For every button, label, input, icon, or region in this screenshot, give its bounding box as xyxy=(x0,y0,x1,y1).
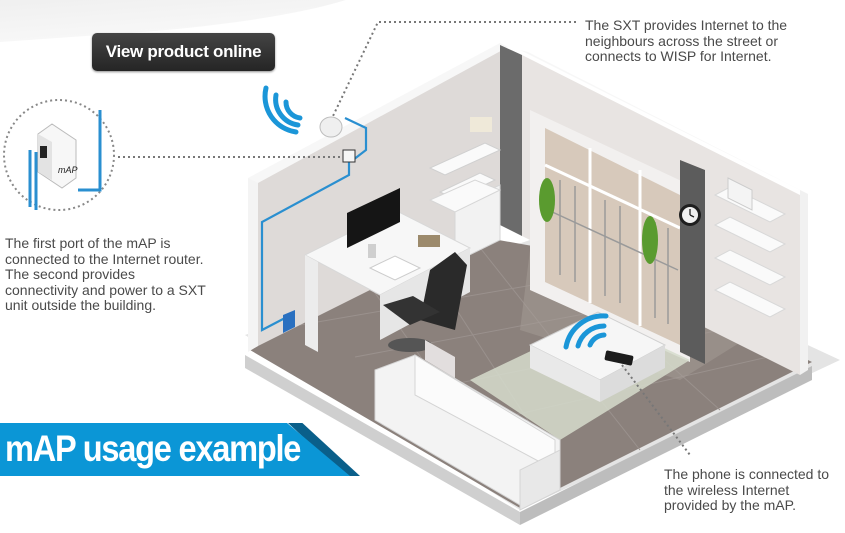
chair-base xyxy=(388,338,432,352)
window-mullions xyxy=(544,148,681,326)
shelf-box xyxy=(727,177,753,211)
table-side xyxy=(530,345,600,402)
table-front xyxy=(600,345,665,402)
slab-edge-left xyxy=(245,355,520,525)
map-port-icon xyxy=(40,146,47,158)
keyboard xyxy=(368,255,422,281)
phone-icon xyxy=(604,350,634,366)
title-banner xyxy=(0,423,350,476)
caption-sxt: The SXT provides Internet to the neighbo… xyxy=(585,17,788,64)
wifi-signal-phone-icon xyxy=(563,313,609,350)
network-cables xyxy=(260,117,368,332)
view-product-online-button[interactable]: View product online xyxy=(92,33,275,71)
sofa-arm-back xyxy=(425,340,455,378)
callout-lines xyxy=(118,21,691,456)
right-wall-edge xyxy=(800,190,808,375)
pillar-right xyxy=(680,160,705,364)
plant-left xyxy=(539,178,555,222)
cabinet-top xyxy=(428,179,502,213)
books xyxy=(470,117,492,132)
left-wall-edge xyxy=(248,178,258,352)
sxt-device-icon xyxy=(319,116,343,138)
slab-edge-right xyxy=(520,366,812,525)
internet-router xyxy=(283,310,295,333)
map-device-label: mAP xyxy=(58,165,78,175)
left-wall-top xyxy=(248,43,508,183)
left-shelf-1 xyxy=(428,142,502,176)
right-wall-top xyxy=(520,50,808,194)
map-device-icon xyxy=(342,149,356,163)
page-title: mAP usage example xyxy=(5,428,301,469)
caption-map-ports: The first port of the mAP is connected t… xyxy=(5,235,206,313)
wall-column xyxy=(500,45,522,236)
caption-phone: The phone is connected to the wireless I… xyxy=(664,466,830,513)
wifi-signal-icon xyxy=(262,85,303,135)
plant-right xyxy=(642,216,658,264)
chair-seat xyxy=(383,296,440,325)
sofa-arm-front xyxy=(519,449,561,511)
desk-leg-left xyxy=(305,255,318,352)
monitor xyxy=(347,188,400,248)
desk-pad xyxy=(418,235,440,247)
